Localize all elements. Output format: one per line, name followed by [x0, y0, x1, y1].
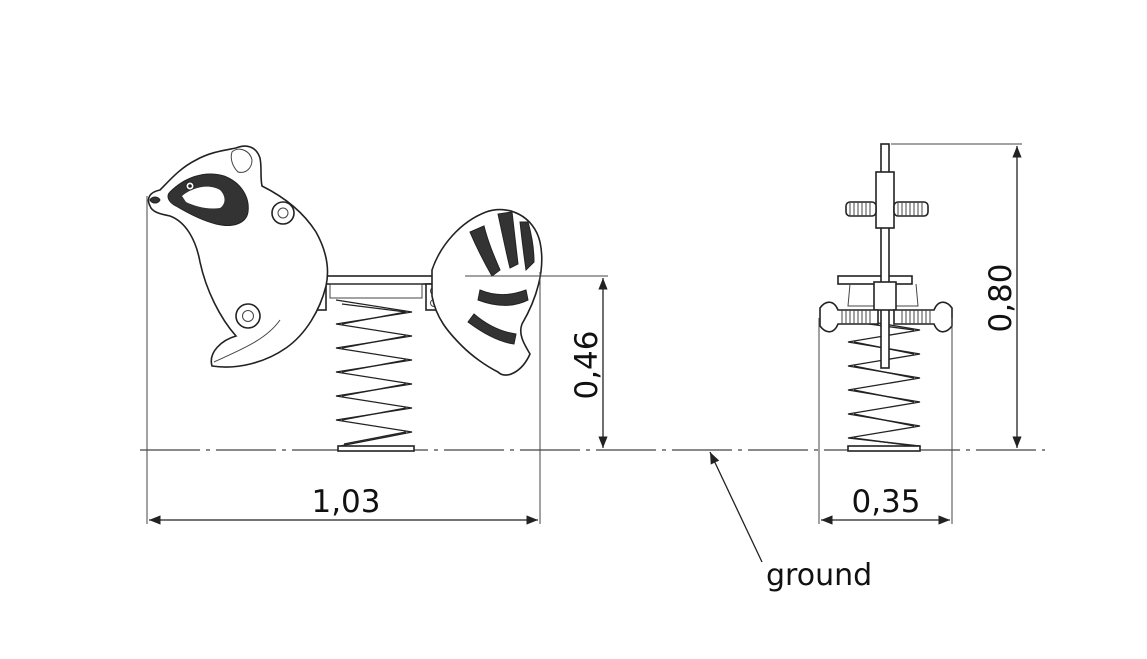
front-panel-plate — [880, 143, 890, 369]
front-handle-upper — [845, 201, 929, 217]
spring-coil — [335, 299, 413, 447]
dim-label-height-total: 0,80 — [983, 263, 1019, 332]
dim-width-side: 1,03 — [146, 196, 541, 525]
dim-label-width-side: 1,03 — [311, 484, 380, 520]
tail-stripes — [467, 211, 535, 345]
dim-height-seat: 0,46 — [465, 275, 608, 448]
spring-base-plate — [337, 445, 415, 452]
dim-label-width-front: 0,35 — [851, 484, 920, 520]
front-view — [819, 143, 953, 452]
raccoon-head-panel — [147, 145, 329, 368]
dim-width-front: 0,35 — [818, 318, 953, 525]
footrest-boss — [235, 303, 261, 329]
ground-label: ground — [766, 558, 872, 593]
dim-label-height-seat: 0,46 — [569, 330, 605, 399]
front-spring-coil — [847, 317, 921, 447]
dim-height-total: 0,80 — [891, 143, 1022, 448]
side-view — [147, 145, 543, 452]
handle-boss-upper — [271, 201, 295, 225]
ground-callout: ground — [709, 451, 872, 593]
front-footrest — [819, 301, 953, 333]
